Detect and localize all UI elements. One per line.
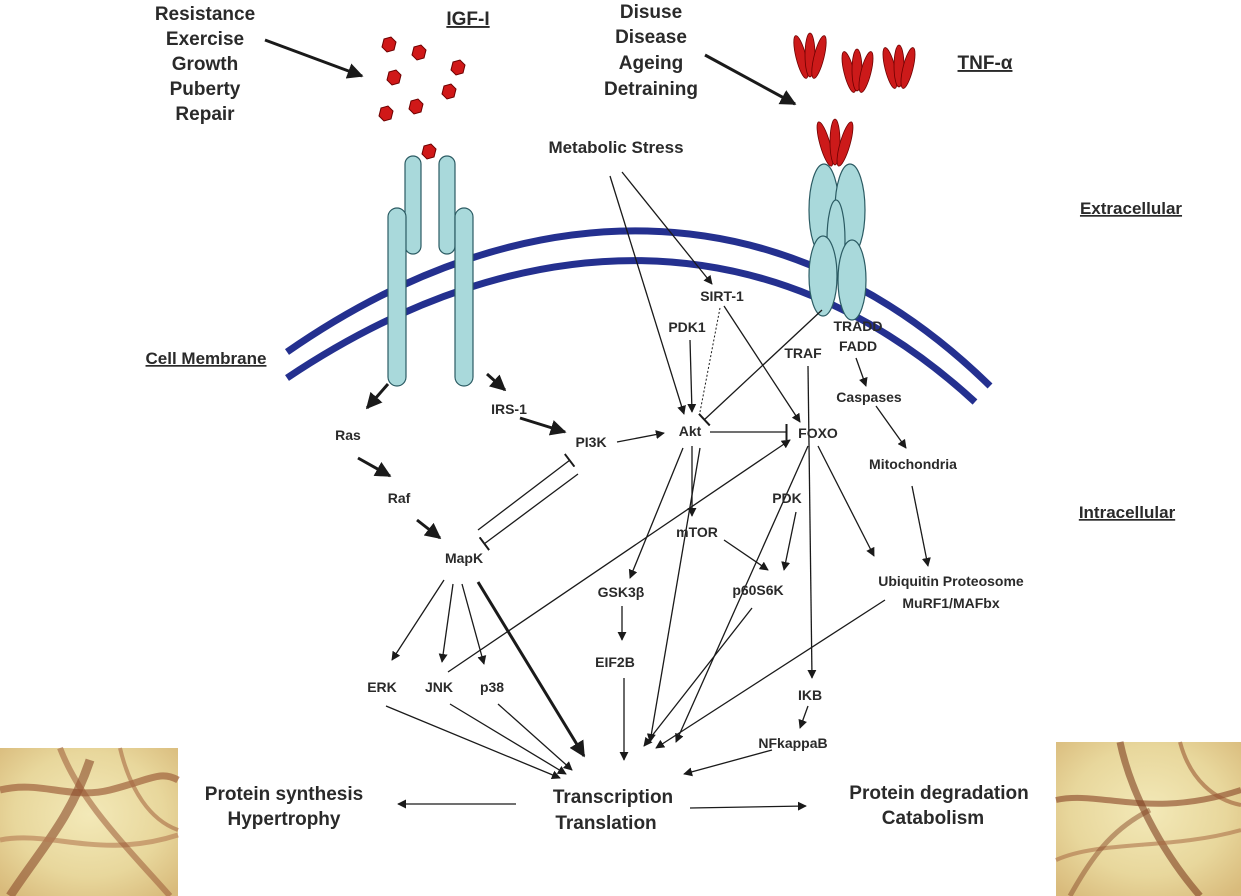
irs1-label: IRS-1 xyxy=(491,401,527,417)
erk-to-transcription-arrow xyxy=(385,705,561,780)
tnf-ligands xyxy=(793,32,916,167)
foxo-to-transcription-arrow xyxy=(675,445,809,743)
mapk-to-jnk-arrow xyxy=(438,583,454,663)
igf-ligands xyxy=(378,36,466,160)
protein-degradation-label: Protein degradation xyxy=(849,783,1028,804)
stimulus-ageing: Ageing xyxy=(619,53,683,74)
mapk-to-pi3k-inhibition xyxy=(477,453,576,531)
ras-label: Ras xyxy=(335,427,361,443)
hypertrophy-label: Hypertrophy xyxy=(228,809,341,830)
stress-to-sirt1-arrow xyxy=(621,171,713,285)
gsk3b-label: GSK3β xyxy=(598,584,645,600)
pdk1-to-akt-arrow xyxy=(687,339,697,413)
jnk-to-transcription-arrow xyxy=(449,703,567,775)
ikb-to-nfkb-arrow xyxy=(798,705,809,729)
p38-label: p38 xyxy=(480,679,504,695)
stimulus-repair: Repair xyxy=(175,104,235,125)
murf1-mafbx-label: MuRF1/MAFbx xyxy=(902,595,999,611)
erk-label: ERK xyxy=(367,679,397,695)
akt-label: Akt xyxy=(679,423,702,439)
receptor-to-irs1-arrow xyxy=(486,372,507,392)
ubiquitin-to-transcription-arrow xyxy=(655,599,886,749)
nfkappab-label: NFkappaB xyxy=(758,735,827,751)
stimulus-disuse: Disuse xyxy=(620,2,682,23)
tnf-label: TNF-α xyxy=(958,53,1013,74)
stimulus-exercise: Exercise xyxy=(166,29,244,50)
cell-membrane-label: Cell Membrane xyxy=(146,349,267,368)
translation-to-degradation-arrow xyxy=(689,801,807,811)
akt-to-gsk3b-arrow xyxy=(628,447,684,579)
traf-label: TRAF xyxy=(784,345,822,361)
tnf-receptor-to-akt-inhibition xyxy=(698,309,823,427)
mitochondria-to-ubiquitin-arrow xyxy=(911,485,931,567)
ikb-label: IKB xyxy=(798,687,822,703)
stimuli-right: Disuse Disease Ageing Detraining xyxy=(604,2,698,100)
pdk-to-p60s6k-arrow xyxy=(781,511,797,571)
sirt1-label: SIRT-1 xyxy=(700,288,744,304)
stimulus-detraining: Detraining xyxy=(604,79,698,100)
sirt1-to-foxo-arrow xyxy=(723,305,801,423)
ubiquitin-proteosome-label: Ubiquitin Proteosome xyxy=(878,573,1024,589)
mtor-label: mTOR xyxy=(676,524,718,540)
receptor-to-ras-arrow xyxy=(365,383,390,410)
jnk-label: JNK xyxy=(425,679,453,695)
tradd-label: TRADD xyxy=(834,318,883,334)
tnf-receptor xyxy=(808,163,867,321)
foxo-to-ubiquitin-arrow xyxy=(817,445,875,557)
sirt1-akt-dotted-link xyxy=(699,307,721,413)
stimulus-puberty: Puberty xyxy=(170,79,241,100)
traf-to-ikb-arrow xyxy=(807,365,817,679)
mapk-to-transcription-arrow xyxy=(476,581,586,758)
mapk-label: MapK xyxy=(445,550,483,566)
mitochondria-label: Mitochondria xyxy=(869,456,957,472)
pdk1-label: PDK1 xyxy=(668,319,706,335)
metabolic-stress-label: Metabolic Stress xyxy=(548,138,683,157)
stimulus-resistance: Resistance xyxy=(155,4,255,25)
mapk-to-erk-arrow xyxy=(391,579,445,661)
pi3k-to-akt-arrow xyxy=(616,430,665,443)
ras-to-raf-arrow xyxy=(357,456,392,478)
nfkb-to-transcription-arrow xyxy=(683,749,773,777)
extracellular-label: Extracellular xyxy=(1080,199,1182,218)
pi3k-label: PI3K xyxy=(575,434,606,450)
fadd-label: FADD xyxy=(839,338,877,354)
mapk-to-p38-arrow xyxy=(461,583,487,665)
p60s6k-to-transcription-arrow xyxy=(643,607,753,747)
eif2b-label: EIF2B xyxy=(595,654,635,670)
stress-to-akt-arrow xyxy=(609,175,686,415)
stimulus-growth: Growth xyxy=(172,54,239,75)
akt-to-transcription-arrow xyxy=(646,447,701,743)
igf-label: IGF-I xyxy=(446,9,489,30)
translation-label: Translation xyxy=(555,813,656,834)
igf-receptor xyxy=(387,155,474,387)
stimulus-disease: Disease xyxy=(615,27,687,48)
p38-to-transcription-arrow xyxy=(497,703,573,771)
stimuli-left: Resistance Exercise Growth Puberty Repai… xyxy=(155,4,255,125)
muscle-cell-photo-left xyxy=(0,746,180,896)
pi3k-to-mapk-inhibition xyxy=(478,473,579,551)
pdk-label: PDK xyxy=(772,490,802,506)
caspases-to-mitochondria-arrow xyxy=(875,405,907,449)
protein-synthesis-label: Protein synthesis xyxy=(205,784,363,805)
p60s6k-label: p60S6K xyxy=(732,582,783,598)
stimuli-to-tnf-arrow xyxy=(704,53,797,106)
raf-to-mapk-arrow xyxy=(416,518,442,540)
raf-label: Raf xyxy=(388,490,411,506)
foxo-label: FOXO xyxy=(798,425,838,441)
jnk-to-foxo-arrow xyxy=(447,439,791,673)
stimuli-to-igf-arrow xyxy=(264,38,364,79)
irs1-to-pi3k-arrow xyxy=(519,416,567,436)
caspases-label: Caspases xyxy=(836,389,902,405)
transcription-label: Transcription xyxy=(553,787,673,808)
catabolism-label: Catabolism xyxy=(882,808,984,829)
muscle-cell-photo-right xyxy=(1055,741,1241,896)
tradd-to-caspases-arrow xyxy=(855,357,868,387)
intracellular-label: Intracellular xyxy=(1079,503,1176,522)
mtor-to-p60s6k-arrow xyxy=(723,539,769,571)
